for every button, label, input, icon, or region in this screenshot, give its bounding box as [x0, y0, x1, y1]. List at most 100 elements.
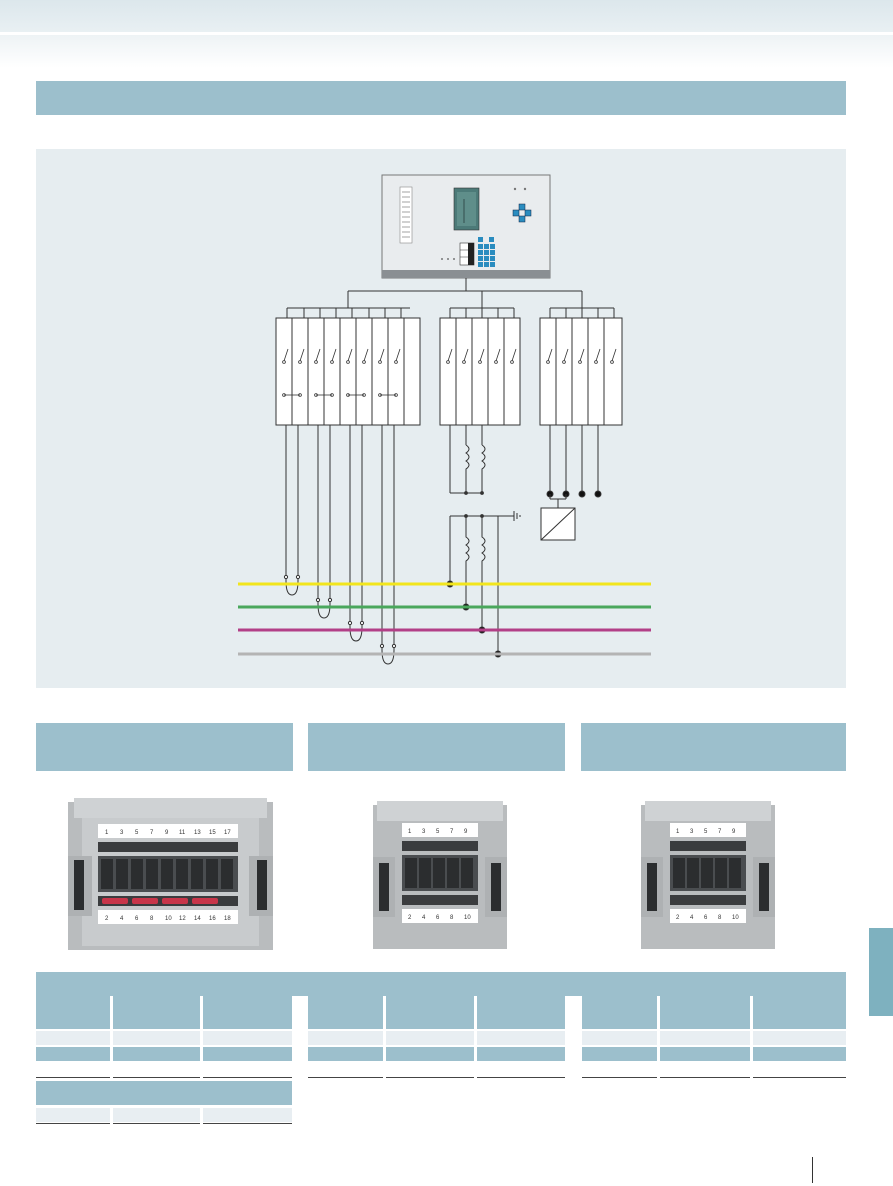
table-col-sep — [110, 996, 113, 1029]
svg-text:2: 2 — [408, 915, 412, 921]
svg-text:8: 8 — [450, 915, 454, 921]
section-head-2 — [308, 723, 565, 771]
table-col-sep — [474, 1031, 477, 1078]
signal-wiring — [286, 278, 615, 318]
svg-text:10: 10 — [165, 916, 172, 922]
table-col-sep — [383, 1031, 386, 1078]
wiring-diagram — [238, 174, 651, 665]
table-col-sep — [750, 996, 753, 1029]
svg-text:2: 2 — [676, 915, 680, 921]
svg-text:16: 16 — [209, 916, 216, 922]
svg-text:4: 4 — [690, 915, 694, 921]
terminal-block-medium-image: 1 3 5 7 9 2 4 6 8 10 — [373, 801, 507, 949]
keypad-icon — [478, 237, 495, 267]
table-header — [36, 972, 846, 1029]
terminal-block-small-bottom-labels: 2 4 6 8 10 — [676, 915, 739, 921]
table-row — [582, 1047, 846, 1061]
group-b-wiring — [449, 425, 486, 495]
page-header-band — [0, 0, 893, 68]
svg-text:1: 1 — [676, 829, 680, 835]
svg-text:14: 14 — [194, 916, 201, 922]
svg-text:6: 6 — [704, 915, 708, 921]
terminal-group-c — [539, 317, 623, 426]
measuring-transducer-icon — [540, 507, 576, 541]
svg-text:9: 9 — [732, 829, 736, 835]
svg-text:1: 1 — [408, 829, 412, 835]
svg-text:12: 12 — [179, 916, 186, 922]
svg-text:5: 5 — [135, 830, 139, 836]
table-col-sep — [200, 1108, 203, 1124]
terminal-block-large-bottom-labels: 2 4 6 8 10 12 14 16 18 — [105, 916, 231, 922]
svg-text:15: 15 — [209, 830, 216, 836]
table-row — [36, 1047, 292, 1061]
table-col-gap — [292, 996, 308, 1029]
table-col-sep — [110, 1031, 113, 1078]
section-title-bar — [36, 81, 846, 115]
section-head-3 — [581, 723, 846, 771]
table-row — [36, 1031, 292, 1045]
svg-text:11: 11 — [179, 830, 186, 836]
svg-text:2: 2 — [105, 916, 109, 922]
bus-lines — [238, 582, 651, 656]
svg-text:8: 8 — [150, 916, 154, 922]
svg-text:5: 5 — [704, 829, 708, 835]
table-col-sep — [383, 996, 386, 1029]
svg-text:18: 18 — [224, 916, 231, 922]
svg-text:6: 6 — [135, 916, 139, 922]
header-divider — [0, 32, 893, 35]
table-row — [36, 1108, 292, 1122]
table-col-sep — [200, 996, 203, 1029]
svg-text:8: 8 — [718, 915, 722, 921]
group-a-wiring — [283, 425, 397, 665]
svg-text:7: 7 — [450, 829, 454, 835]
svg-text:10: 10 — [464, 915, 471, 921]
terminal-block-large-image: 1 3 5 7 9 11 13 15 17 2 4 6 8 10 12 14 1… — [68, 798, 273, 950]
svg-text:9: 9 — [165, 830, 169, 836]
table-rule — [582, 1077, 846, 1078]
svg-text:17: 17 — [224, 830, 231, 836]
table-row — [308, 1031, 565, 1045]
svg-text:4: 4 — [422, 915, 426, 921]
table-rule — [36, 1077, 292, 1078]
table-col-sep — [750, 1031, 753, 1078]
table-rule — [308, 1077, 565, 1078]
table-row — [308, 1047, 565, 1061]
svg-text:13: 13 — [194, 830, 201, 836]
group-c-wiring — [546, 425, 602, 508]
protection-device — [381, 174, 551, 279]
table-col-sep — [657, 996, 660, 1029]
wiring-diagram-panel — [36, 149, 846, 688]
section-head-1 — [36, 723, 293, 771]
table-col-sep — [200, 1031, 203, 1078]
function-keys-icon — [441, 242, 475, 266]
terminal-group-b — [439, 317, 521, 426]
led-strip-icon — [399, 186, 413, 244]
display-screen-icon — [453, 187, 480, 231]
table-rule — [36, 1123, 292, 1124]
terminal-block-small-image: 1 3 5 7 9 2 4 6 8 10 — [641, 801, 775, 949]
svg-text:9: 9 — [464, 829, 468, 835]
svg-text:5: 5 — [436, 829, 440, 835]
table-col-sep — [474, 996, 477, 1029]
svg-text:3: 3 — [120, 830, 124, 836]
svg-text:3: 3 — [422, 829, 426, 835]
table-row — [582, 1031, 846, 1045]
svg-text:7: 7 — [150, 830, 154, 836]
terminal-block-large-top-labels: 1 3 5 7 9 11 13 15 17 — [105, 830, 231, 836]
svg-text:7: 7 — [718, 829, 722, 835]
table-group-gap-2 — [565, 996, 582, 1078]
table-subheader — [36, 1081, 292, 1105]
table-group-gap-1 — [292, 996, 296, 1078]
navigation-keys-icon — [512, 187, 532, 223]
svg-text:3: 3 — [690, 829, 694, 835]
svg-text:4: 4 — [120, 916, 124, 922]
chapter-side-tab[interactable] — [869, 928, 893, 1016]
page-number-rule — [812, 1157, 813, 1183]
svg-text:1: 1 — [105, 830, 109, 836]
terminal-block-medium-bottom-labels: 2 4 6 8 10 — [408, 915, 471, 921]
svg-text:10: 10 — [732, 915, 739, 921]
terminal-group-a — [275, 317, 421, 426]
svg-text:6: 6 — [436, 915, 440, 921]
table-col-sep — [110, 1108, 113, 1124]
